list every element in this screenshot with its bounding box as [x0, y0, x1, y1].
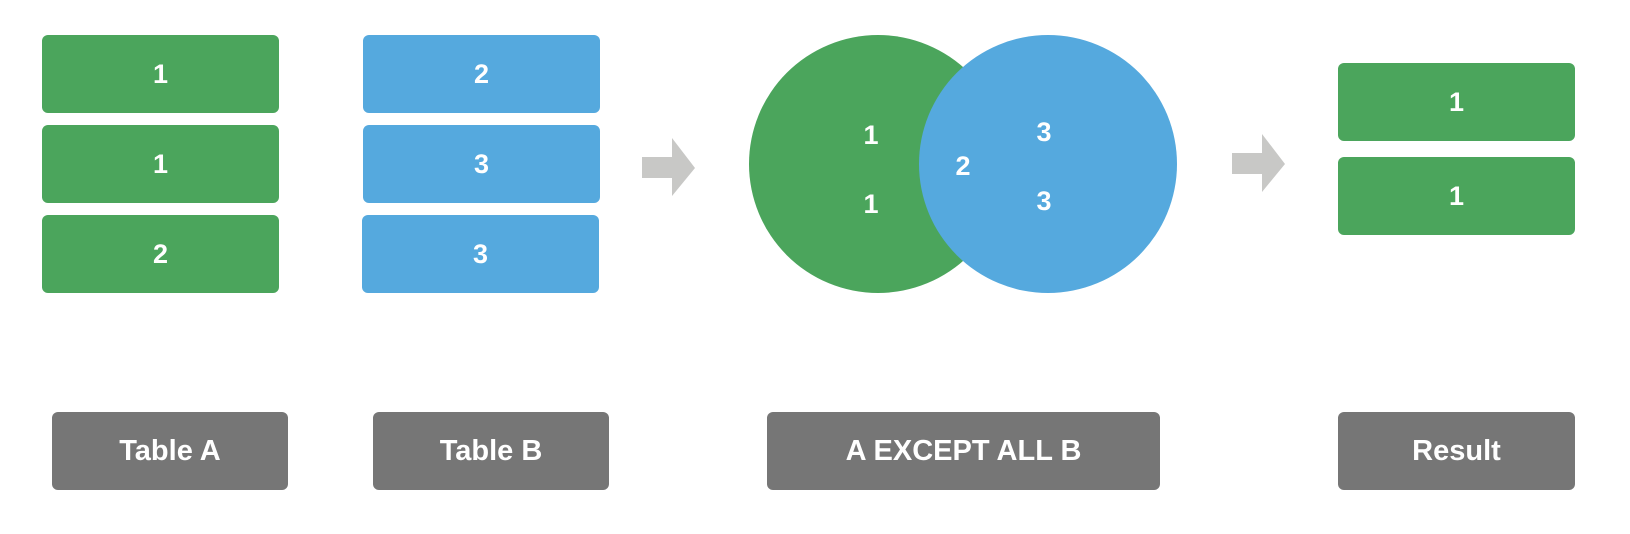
right-arrow-icon — [1232, 134, 1285, 192]
table-a-label: Table A — [52, 412, 288, 490]
right-arrow-icon — [642, 138, 695, 196]
table-a-row: 1 — [42, 125, 279, 203]
table-a-row: 2 — [42, 215, 279, 293]
table-b-row: 3 — [363, 125, 600, 203]
result-row: 1 — [1338, 157, 1575, 235]
venn-circle-b — [919, 35, 1177, 293]
venn-overlap-value: 2 — [955, 151, 971, 181]
venn-b-only-value: 3 — [1036, 186, 1052, 216]
venn-a-only-value: 1 — [863, 189, 879, 219]
venn-b-only-value: 3 — [1036, 117, 1052, 147]
result-label: Result — [1338, 412, 1575, 490]
venn-a-only-value: 1 — [863, 120, 879, 150]
table-b-row: 3 — [362, 215, 599, 293]
table-b-label: Table B — [373, 412, 609, 490]
result-row: 1 — [1338, 63, 1575, 141]
operation-label: A EXCEPT ALL B — [767, 412, 1160, 490]
table-b-row: 2 — [363, 35, 600, 113]
table-a-row: 1 — [42, 35, 279, 113]
